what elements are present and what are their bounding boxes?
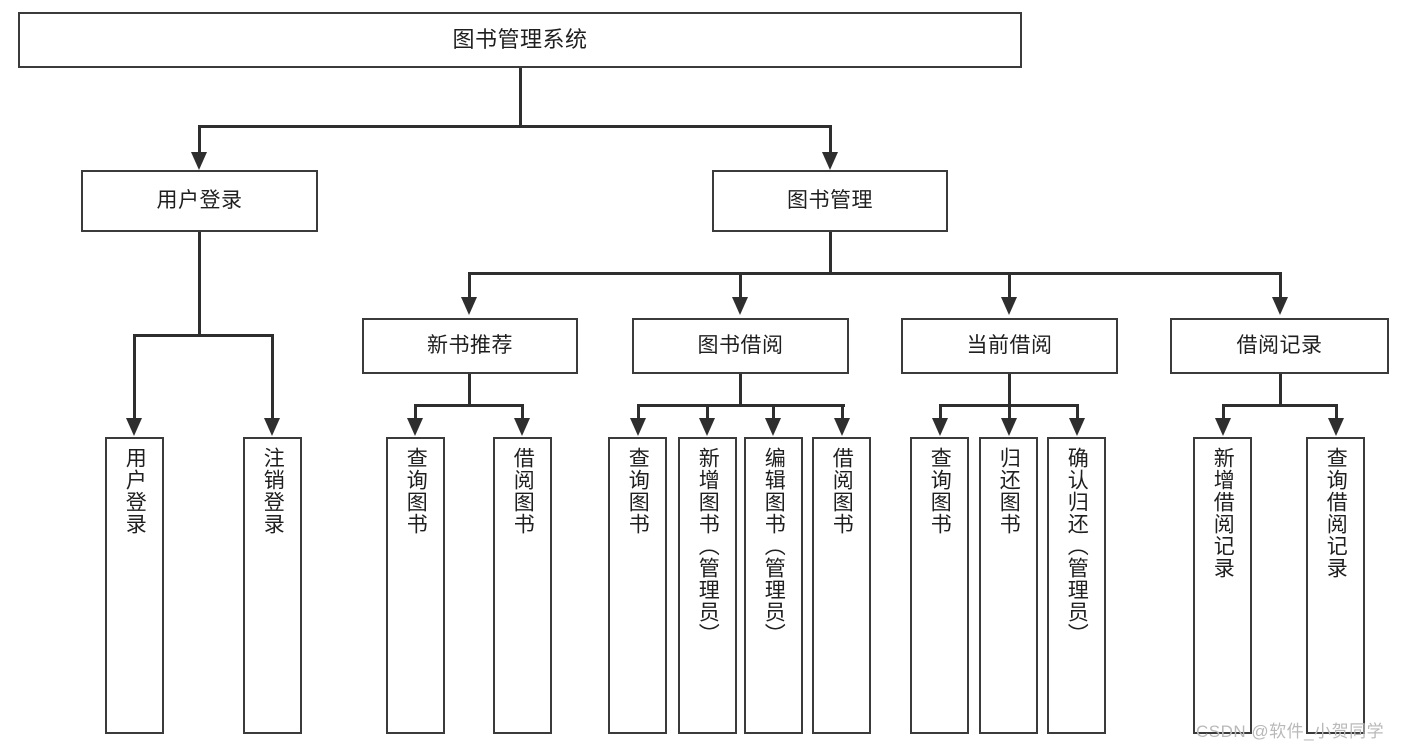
arrow-new-book-to-leaf-2 [514, 418, 530, 436]
node-label: 查询图书 [626, 447, 650, 535]
node-user-login[interactable]: 用户登录 [81, 170, 318, 232]
connector-book-borrow-stem [739, 374, 742, 406]
connector-borrow-record-stem [1279, 374, 1282, 406]
connector-book-borrow-to-leaf-4 [841, 404, 844, 420]
connector-root-bus [198, 125, 832, 128]
leaf-borrow-borrow-book[interactable]: 借阅图书 [812, 437, 871, 734]
arrow-to-current-borrow [1001, 297, 1017, 315]
node-label: 查询图书 [404, 447, 428, 535]
leaf-current-query-book[interactable]: 查询图书 [910, 437, 969, 734]
connector-current-borrow-to-leaf-3 [1076, 404, 1079, 420]
node-label: 查询借阅记录 [1324, 447, 1348, 579]
connector-new-book-bus [414, 404, 524, 407]
node-borrow-record[interactable]: 借阅记录 [1170, 318, 1389, 374]
arrow-to-book-borrow [732, 297, 748, 315]
connector-root-stem [519, 68, 522, 125]
node-label: 用户登录 [156, 188, 243, 212]
node-label: 确认归还（管理员） [1065, 447, 1089, 645]
leaf-borrow-query-book[interactable]: 查询图书 [608, 437, 667, 734]
node-label: 新增借阅记录 [1211, 447, 1235, 579]
connector-user-login-stem [198, 232, 201, 336]
connector-borrow-record-bus [1222, 404, 1338, 407]
connector-current-borrow-to-leaf-2 [1008, 404, 1011, 420]
leaf-newbook-borrow-book[interactable]: 借阅图书 [493, 437, 552, 734]
connector-book-borrow-to-leaf-2 [706, 404, 709, 420]
csdn-watermark: CSDN @软件_小贺同学 [1196, 722, 1385, 741]
leaf-borrow-add-book-admin[interactable]: 新增图书（管理员） [678, 437, 737, 734]
arrow-current-borrow-to-leaf-2 [1001, 418, 1017, 436]
node-current-borrow[interactable]: 当前借阅 [901, 318, 1118, 374]
connector-user-login-to-leaf-2 [271, 334, 274, 419]
node-label: 借阅记录 [1236, 333, 1323, 357]
node-book-borrow[interactable]: 图书借阅 [632, 318, 849, 374]
connector-borrow-record-to-leaf-1 [1222, 404, 1225, 420]
connector-book-borrow-to-leaf-3 [772, 404, 775, 420]
arrow-to-new-book [461, 297, 477, 315]
arrow-user-login-to-leaf-2 [264, 418, 280, 436]
leaf-current-return-book[interactable]: 归还图书 [979, 437, 1038, 734]
arrow-current-borrow-to-leaf-1 [932, 418, 948, 436]
connector-to-borrow-record [1279, 272, 1282, 298]
connector-borrow-record-to-leaf-2 [1335, 404, 1338, 420]
node-label: 用户登录 [123, 447, 147, 535]
leaf-logout-login[interactable]: 注销登录 [243, 437, 302, 734]
leaf-borrow-edit-book-admin[interactable]: 编辑图书（管理员） [744, 437, 803, 734]
leaf-current-confirm-return-admin[interactable]: 确认归还（管理员） [1047, 437, 1106, 734]
node-label: 新增图书（管理员） [696, 447, 720, 645]
arrow-current-borrow-to-leaf-3 [1069, 418, 1085, 436]
leaf-newbook-query-book[interactable]: 查询图书 [386, 437, 445, 734]
arrow-book-borrow-to-leaf-1 [630, 418, 646, 436]
node-label: 图书管理系统 [452, 27, 588, 53]
arrow-root-to-book-manage [822, 152, 838, 170]
arrow-borrow-record-to-leaf-1 [1215, 418, 1231, 436]
node-label: 注销登录 [261, 447, 285, 535]
node-new-book-recommend[interactable]: 新书推荐 [362, 318, 578, 374]
leaf-user-login[interactable]: 用户登录 [105, 437, 164, 734]
connector-new-book-to-leaf-2 [521, 404, 524, 420]
node-label: 查询图书 [928, 447, 952, 535]
node-label: 图书管理 [787, 188, 873, 212]
node-label: 图书借阅 [697, 333, 784, 357]
arrow-new-book-to-leaf-1 [407, 418, 423, 436]
connector-current-borrow-to-leaf-1 [939, 404, 942, 420]
leaf-record-query-record[interactable]: 查询借阅记录 [1306, 437, 1365, 734]
arrow-root-to-user-login [191, 152, 207, 170]
arrow-user-login-to-leaf-1 [126, 418, 142, 436]
node-label: 借阅图书 [830, 447, 854, 535]
node-book-management[interactable]: 图书管理 [712, 170, 948, 232]
connector-root-to-user-login [198, 125, 201, 153]
arrow-borrow-record-to-leaf-2 [1328, 418, 1344, 436]
connector-book-borrow-to-leaf-1 [637, 404, 640, 420]
connector-to-new-book [468, 272, 471, 298]
node-label: 编辑图书（管理员） [762, 447, 786, 645]
connector-book-manage-stem [829, 232, 832, 274]
connector-book-borrow-bus [637, 404, 845, 407]
node-label: 借阅图书 [511, 447, 535, 535]
node-root-system[interactable]: 图书管理系统 [18, 12, 1022, 68]
leaf-record-add-record[interactable]: 新增借阅记录 [1193, 437, 1252, 734]
connector-user-login-bus [133, 334, 274, 337]
connector-root-to-book-manage [829, 125, 832, 153]
connector-new-book-to-leaf-1 [414, 404, 417, 420]
arrow-to-borrow-record [1272, 297, 1288, 315]
arrow-book-borrow-to-leaf-3 [765, 418, 781, 436]
connector-book-manage-bus [468, 272, 1282, 275]
arrow-book-borrow-to-leaf-2 [699, 418, 715, 436]
node-label: 归还图书 [997, 447, 1021, 535]
node-label: 新书推荐 [427, 333, 513, 357]
connector-to-current-borrow [1008, 272, 1011, 298]
connector-to-book-borrow [739, 272, 742, 298]
connector-new-book-stem [468, 374, 471, 406]
arrow-book-borrow-to-leaf-4 [834, 418, 850, 436]
connector-current-borrow-stem [1008, 374, 1011, 406]
node-label: 当前借阅 [966, 333, 1053, 357]
connector-user-login-to-leaf-1 [133, 334, 136, 419]
